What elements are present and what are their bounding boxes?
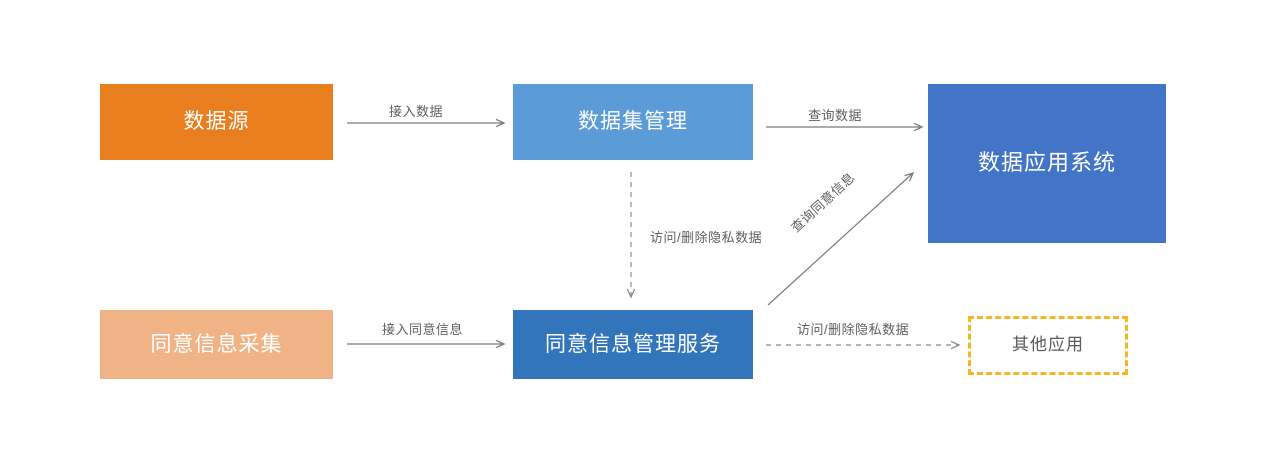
edge-label-ingest-consent-info: 接入同意信息 bbox=[382, 322, 464, 337]
node-dataset-management-label: 数据集管理 bbox=[578, 110, 688, 134]
node-data-application-system-label: 数据应用系统 bbox=[977, 150, 1116, 176]
node-data-source-label: 数据源 bbox=[183, 110, 250, 134]
edge-label-ingest-data: 接入数据 bbox=[389, 104, 444, 119]
node-other-applications-label: 其他应用 bbox=[1012, 335, 1084, 355]
edge-label-query-consent-info: 查询同意信息 bbox=[788, 169, 858, 236]
node-data-application-system[interactable]: 数据应用系统 bbox=[928, 84, 1166, 243]
node-consent-management-service[interactable]: 同意信息管理服务 bbox=[513, 310, 753, 379]
edge-label-query-data: 查询数据 bbox=[808, 108, 863, 123]
node-consent-collection[interactable]: 同意信息采集 bbox=[100, 310, 333, 379]
edge-label-access-delete-private-data-vertical: 访问/删除隐私数据 bbox=[650, 230, 763, 245]
node-consent-management-service-label: 同意信息管理服务 bbox=[545, 332, 721, 356]
node-data-source[interactable]: 数据源 bbox=[100, 84, 333, 160]
node-dataset-management[interactable]: 数据集管理 bbox=[513, 84, 753, 160]
node-other-applications[interactable]: 其他应用 bbox=[968, 316, 1128, 375]
node-consent-collection-label: 同意信息采集 bbox=[150, 332, 283, 356]
edge-label-access-delete-private-data-horizontal: 访问/删除隐私数据 bbox=[797, 322, 910, 337]
